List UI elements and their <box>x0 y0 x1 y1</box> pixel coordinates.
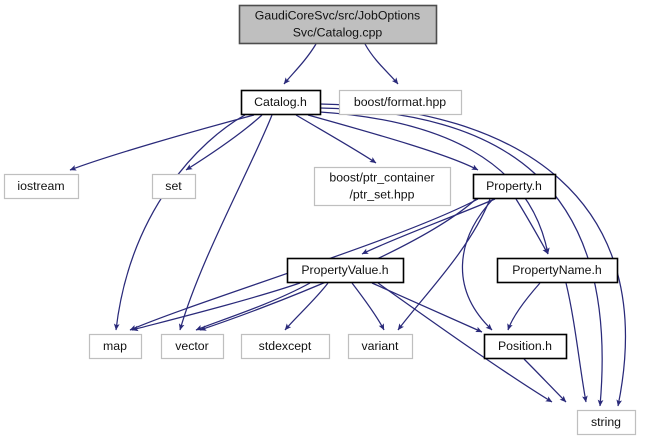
node-label: boost/format.hpp <box>354 95 446 109</box>
node-box <box>496 257 619 284</box>
node-label: set <box>165 179 182 193</box>
node-label: stdexcept <box>259 339 312 353</box>
node-box <box>238 4 438 45</box>
node-box <box>3 173 80 200</box>
node-box <box>151 173 197 200</box>
node-stdexcept[interactable]: stdexcept <box>240 333 331 360</box>
edge-root-to-catalog <box>283 43 317 85</box>
edge-property-to-position <box>461 198 494 331</box>
edge-propertyvalue-to-stdexcept <box>284 282 329 331</box>
edge-catalog-to-map <box>113 114 246 331</box>
node-label: string <box>591 415 621 429</box>
node-set[interactable]: set <box>151 173 197 200</box>
node-box <box>313 166 452 207</box>
node-label: GaudiCoreSvc/src/JobOptions <box>255 8 420 22</box>
node-box <box>286 257 405 284</box>
node-layer: GaudiCoreSvc/src/JobOptionsSvc/Catalog.c… <box>3 4 637 436</box>
node-label: vector <box>175 339 209 353</box>
node-label-line2: /ptr_set.hpp <box>350 187 415 201</box>
node-root[interactable]: GaudiCoreSvc/src/JobOptionsSvc/Catalog.c… <box>238 4 438 45</box>
node-box <box>576 409 637 436</box>
edge-property-to-propertyname <box>515 198 549 255</box>
edge-catalog-to-property <box>307 114 479 171</box>
edge-catalog-to-iostream <box>69 114 255 171</box>
node-catalog[interactable]: Catalog.h <box>240 89 322 116</box>
node-box <box>240 89 322 116</box>
node-box <box>472 173 557 200</box>
edge-catalog-to-ptrset <box>295 114 377 164</box>
node-box <box>347 333 414 360</box>
node-map[interactable]: map <box>88 333 143 360</box>
edge-catalog-to-propertyname <box>319 111 550 255</box>
edge-catalog-to-vector <box>178 114 273 331</box>
node-box <box>160 333 225 360</box>
node-string[interactable]: string <box>576 409 637 436</box>
node-label: Property.h <box>486 179 542 193</box>
node-label: PropertyValue.h <box>301 263 388 277</box>
node-propertyvalue[interactable]: PropertyValue.h <box>286 257 405 284</box>
node-label: Catalog.h <box>254 95 307 109</box>
edge-propertyvalue-to-position <box>371 282 483 333</box>
node-label-line2: Svc/Catalog.cpp <box>293 25 383 39</box>
edge-catalog-to-string <box>319 107 604 407</box>
edge-position-to-string <box>523 358 567 403</box>
node-label: PropertyName.h <box>512 263 602 277</box>
node-label: Position.h <box>498 339 552 353</box>
node-label: variant <box>362 339 399 353</box>
node-propertyname[interactable]: PropertyName.h <box>496 257 619 284</box>
edge-propertyvalue-to-string <box>377 282 553 403</box>
edge-property-to-propertyvalue <box>361 198 496 255</box>
node-box <box>240 333 331 360</box>
edge-propertyvalue-to-variant <box>351 282 385 331</box>
node-label: boost/ptr_container <box>329 170 434 184</box>
edge-propertyname-to-position <box>507 282 541 331</box>
edge-propertyvalue-to-vector <box>195 282 311 331</box>
node-box <box>483 333 568 360</box>
node-box <box>338 89 463 116</box>
node-label: iostream <box>17 179 64 193</box>
node-box <box>88 333 143 360</box>
node-ptrset[interactable]: boost/ptr_container/ptr_set.hpp <box>313 166 452 207</box>
node-position[interactable]: Position.h <box>483 333 568 360</box>
node-label: map <box>103 339 127 353</box>
edge-propertyvalue-to-map <box>131 282 301 332</box>
node-variant[interactable]: variant <box>347 333 414 360</box>
edge-catalog-to-set <box>185 114 263 171</box>
edge-root-to-boostformat <box>364 43 399 85</box>
edge-property-to-stdexcept <box>397 198 491 331</box>
node-iostream[interactable]: iostream <box>3 173 80 200</box>
edge-propertyname-to-string <box>565 282 588 403</box>
node-property[interactable]: Property.h <box>472 173 557 200</box>
node-vector[interactable]: vector <box>160 333 225 360</box>
node-boostformat[interactable]: boost/format.hpp <box>338 89 463 116</box>
